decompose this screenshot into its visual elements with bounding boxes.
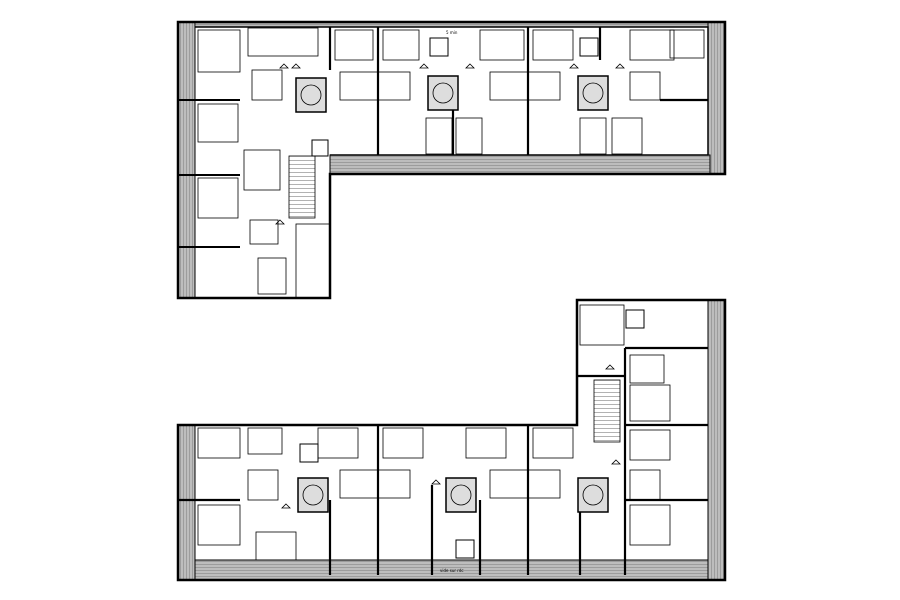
lower-wing: vide sur rdc bbox=[176, 298, 727, 582]
triangle-marker-icon bbox=[615, 63, 625, 69]
elevator-icon bbox=[579, 37, 599, 57]
upper-inner-wall bbox=[195, 26, 709, 156]
triangle-marker-icon bbox=[605, 364, 615, 370]
triangle-marker-icon bbox=[611, 459, 621, 465]
lower-outer-wall bbox=[176, 298, 727, 582]
triangle-marker-icon bbox=[419, 63, 429, 69]
spiral-stair-icon bbox=[295, 77, 327, 113]
balcony-east-lower bbox=[707, 299, 726, 581]
corridor-upper bbox=[288, 155, 316, 219]
triangle-marker-icon bbox=[279, 63, 289, 69]
spiral-stair-icon bbox=[577, 75, 609, 111]
spiral-stair-icon bbox=[427, 75, 459, 111]
triangle-marker-icon bbox=[291, 63, 301, 69]
balcony-west-lower bbox=[177, 424, 196, 581]
upper-core-tag: 5 min bbox=[446, 30, 458, 35]
balcony-east-upper bbox=[707, 21, 726, 175]
stairs-upper bbox=[295, 75, 609, 113]
arrow-markers bbox=[275, 63, 625, 509]
triangle-marker-icon bbox=[569, 63, 579, 69]
spiral-stair-icon bbox=[297, 477, 329, 513]
triangle-marker-icon bbox=[465, 63, 475, 69]
corridor-lower bbox=[593, 379, 621, 443]
spiral-stair-icon bbox=[577, 477, 609, 513]
balcony-west-upper bbox=[177, 21, 196, 299]
elevator-icon bbox=[625, 309, 645, 329]
upper-wing: 5 min bbox=[176, 20, 727, 300]
elevator-icon bbox=[455, 539, 475, 559]
lower-core-tag: vide sur rdc bbox=[440, 568, 464, 573]
elevator-icon bbox=[311, 139, 329, 157]
triangle-marker-icon bbox=[281, 503, 291, 509]
elevator-icon bbox=[299, 443, 319, 463]
triangle-marker-icon bbox=[431, 479, 441, 485]
spiral-stair-icon bbox=[445, 477, 477, 513]
triangle-marker-icon bbox=[275, 219, 285, 225]
elevator-icon bbox=[429, 37, 449, 57]
upper-outer-wall bbox=[176, 20, 727, 300]
balcony-south-upper bbox=[329, 154, 711, 175]
